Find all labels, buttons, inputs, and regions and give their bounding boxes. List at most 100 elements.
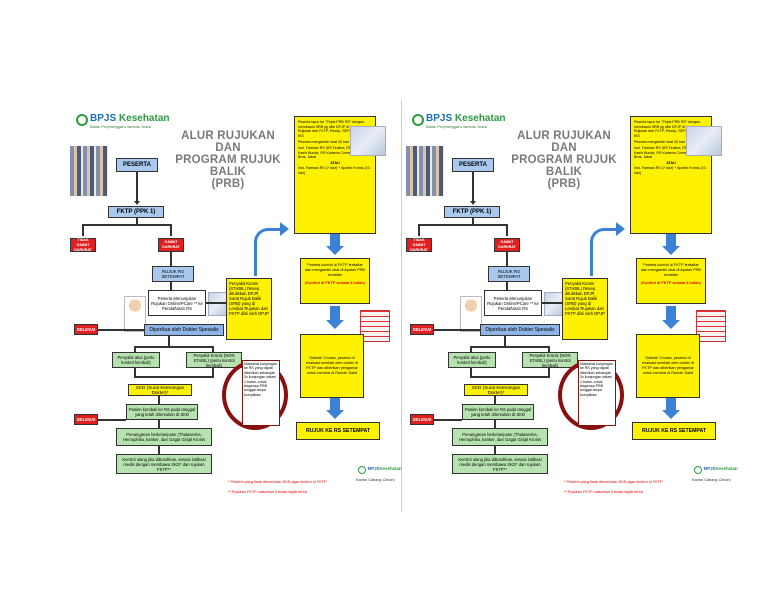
kontrol-fktp-box: Peserta kontrol di FKTP terdaftar dan me… [300, 258, 370, 304]
big-arrow [666, 306, 676, 320]
curved-arrow [590, 228, 620, 276]
panel-divider [401, 100, 402, 512]
selesai-box-1: SELESAI [74, 324, 98, 335]
penyakit-kronis-non-stabil-box: Penyakit Kronis (NON STABIL) (perlu kont… [186, 352, 242, 368]
pojok-prb-option-a: Inst. Farmasi RS (RS Dustira, RS Cibabat… [634, 145, 708, 160]
arrow [504, 336, 506, 346]
branch-line [418, 224, 508, 226]
big-arrow [666, 234, 676, 246]
gawat-darurat-box: GAWAT DARURAT [494, 238, 520, 252]
penyakit-kronis-non-stabil-box: Penyakit Kronis (NON STABIL) (perlu kont… [522, 352, 578, 368]
arrow [418, 224, 420, 236]
arrow [170, 282, 172, 290]
big-arrow-head [326, 320, 344, 329]
merge-line [134, 376, 214, 378]
pojok-prb-option-a: Inst. Farmasi RS (RS Dustira, RS Cibabat… [298, 145, 372, 160]
big-arrow-head [662, 246, 680, 255]
curved-arrow [254, 228, 284, 276]
arrow-head [470, 201, 476, 205]
big-arrow [330, 234, 340, 246]
arrow [434, 329, 480, 331]
pojok-prb-intro: Peserta lapor ke "Pojok PRB RS" dengan m… [634, 120, 705, 138]
pojok-prb-obat: Peserta mengambil obat 30 hari di: [298, 140, 354, 145]
logo-subtitle: Badan Penyelenggara Jaminan Sosial [426, 125, 487, 129]
selesai-box-1: SELESAI [410, 324, 434, 335]
arrow [212, 346, 214, 352]
crowd-photo [70, 146, 108, 196]
branch-line [470, 346, 550, 348]
arrow [98, 329, 144, 331]
arrow [542, 302, 562, 304]
fktp-box: FKTP (PPK 1) [444, 206, 500, 218]
big-arrow-head [662, 320, 680, 329]
arrow [470, 346, 472, 352]
logo-brand: BPJS Kesehatan [426, 113, 506, 124]
document-photo [208, 292, 228, 316]
arrow [494, 420, 496, 428]
pojok-prb-option-b: Inst. Farmasi RS (7 hari) + Apotek Kroni… [634, 166, 706, 175]
penanganan-berkelanjutan-box: Penanganan berkelanjutan (Thalasemia, He… [452, 428, 548, 446]
skd-box: SKD (Surat Keterangan Dokter)* [128, 384, 192, 396]
arrow [170, 224, 172, 236]
gawat-darurat-box: GAWAT DARURAT [158, 238, 184, 252]
kontrol-ulang-box: Kontrol ulang jika dibutuhkan, sesuai in… [116, 454, 212, 474]
footer-office: Kantor Cabang Cimahi [356, 478, 395, 482]
branch-line [82, 224, 172, 226]
rujuk-ke-rs-box: RUJUK KE RS SETEMPAT [296, 422, 380, 440]
arrow [134, 368, 136, 376]
big-arrow [330, 306, 340, 320]
branch-line [134, 346, 214, 348]
big-arrow-head [326, 246, 344, 255]
evaluasi-box: Setelah 3 bulan, peserta di evaluasi kem… [636, 334, 700, 398]
peserta-menunjukan-box: Peserta Menunjukan Rujukan Online/PCare … [484, 290, 542, 316]
merge-line [470, 376, 550, 378]
arrow [212, 368, 214, 376]
kontrol-fktp-note: (Kontrol di FKTP selama 3 bulan) [305, 281, 365, 286]
prescription-photo [350, 126, 386, 156]
footer-brand: BPJSKesehatan [704, 466, 738, 471]
footer-office: Kantor Cabang Cimahi [692, 478, 731, 482]
big-arrow [330, 398, 340, 410]
diperiksa-dokter-box: Diperiksa oleh Dokter Spesialis [480, 324, 560, 336]
infographic-panel-left: BPJS Kesehatan Badan Penyelenggara Jamin… [68, 102, 402, 510]
arrow [206, 302, 226, 304]
arrow [158, 420, 160, 428]
selesai-box-2: SELESAI [74, 414, 98, 425]
footer-brand: BPJSKesehatan [368, 466, 402, 471]
pojok-prb-obat: Peserta mengambil obat 30 hari di: [634, 140, 690, 145]
big-arrow [666, 398, 676, 410]
page-title: ALUR RUJUKAN DAN PROGRAM RUJUK BALIK (PR… [511, 130, 617, 190]
infographic-panel-right: BPJS Kesehatan Badan Penyelenggara Jamin… [404, 102, 738, 510]
arrow [506, 282, 508, 290]
arrow [548, 368, 550, 376]
arrow [506, 224, 508, 236]
note-1: * Peserta yang tidak dibutuhkan SKD agar… [564, 480, 663, 484]
evaluasi-box: Setelah 3 bulan, peserta di evaluasi kem… [300, 334, 364, 398]
kontrol-fktp-text: Peserta kontrol di FKTP terdaftar dan me… [641, 263, 701, 277]
doctor-illustration [124, 296, 146, 332]
kontrol-fktp-note: (Kontrol di FKTP selama 3 bulan) [641, 281, 701, 286]
fktp-box: FKTP (PPK 1) [108, 206, 164, 218]
kontrol-fktp-box: Peserta kontrol di FKTP terdaftar dan me… [636, 258, 706, 304]
rujuk-rs-setempat-box: RUJUK RS SETEMPAT [152, 266, 194, 282]
page-title: ALUR RUJUKAN DAN PROGRAM RUJUK BALIK (PR… [175, 130, 281, 190]
pojok-prb-atau: ATAU [330, 160, 340, 165]
arrow [548, 346, 550, 352]
peserta-box: PESERTA [116, 158, 158, 172]
note-2: ** Rujukan FKTP maksimal 3 bulan sejak t… [564, 490, 643, 494]
logo-brand: BPJS Kesehatan [90, 113, 170, 124]
footer-logo-icon [694, 466, 702, 474]
arrow [168, 336, 170, 346]
arrow [472, 172, 474, 202]
calendar-icon [360, 310, 390, 342]
arrow [494, 446, 496, 454]
arrow [470, 368, 472, 376]
arrow [434, 419, 462, 421]
selesai-box-2: SELESAI [410, 414, 434, 425]
peserta-menunjukan-box: Peserta Menunjukan Rujukan Online/PCare … [148, 290, 206, 316]
pojok-prb-intro: Peserta lapor ke "Pojok PRB RS" dengan m… [298, 120, 369, 138]
calendar-icon [696, 310, 726, 342]
diperiksa-dokter-box: Diperiksa oleh Dokter Spesialis [144, 324, 224, 336]
rujuk-rs-setempat-box: RUJUK RS SETEMPAT [488, 266, 530, 282]
arrow [472, 218, 474, 224]
